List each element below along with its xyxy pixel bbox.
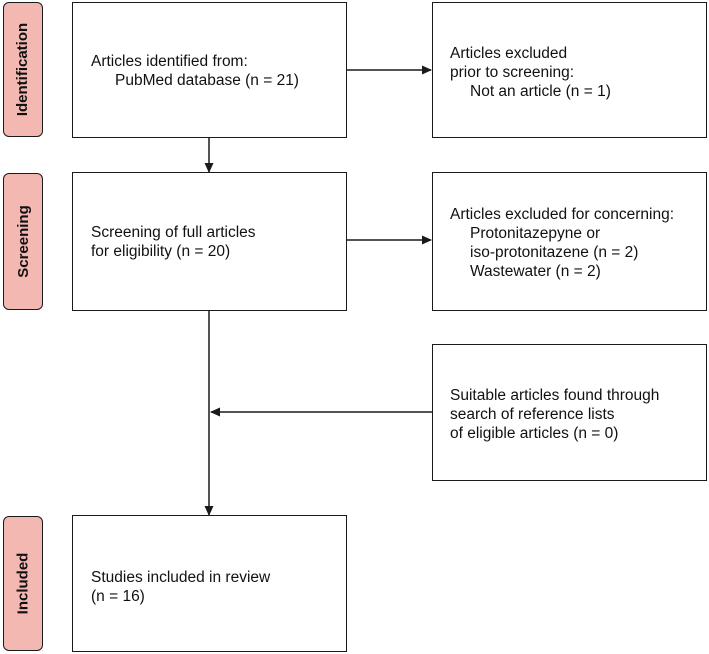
excluded-concerning-line-4: Wastewater (n = 2) (470, 263, 601, 280)
box-articles-identified: Articles identified from: PubMed databas… (72, 2, 347, 138)
included-line-2: (n = 16) (91, 588, 145, 605)
identified-line-2: PubMed database (n = 21) (115, 72, 299, 89)
reference-line-1: Suitable articles found through (450, 387, 660, 404)
screening-line-2: for eligibility (n = 20) (91, 243, 231, 260)
excluded-prior-line-1: Articles excluded (450, 45, 568, 62)
included-line-1: Studies included in review (91, 569, 271, 586)
box-studies-included: Studies included in review (n = 16) (72, 515, 347, 652)
box-screening-full-articles: Screening of full articles for eligibili… (72, 172, 347, 311)
screening-line-1: Screening of full articles (91, 224, 256, 241)
reference-line-2: search of reference lists (450, 406, 615, 423)
box-excluded-concerning: Articles excluded for concerning: Proton… (432, 172, 707, 311)
excluded-prior-line-2: prior to screening: (450, 64, 575, 81)
phase-identification: Identification (3, 2, 43, 137)
excluded-prior-line-3: Not an article (n = 1) (470, 83, 611, 100)
excluded-concerning-line-1: Articles excluded for concerning: (450, 206, 675, 223)
excluded-concerning-line-3: iso-protonitazene (n = 2) (470, 244, 639, 261)
excluded-concerning-line-2: Protonitazepyne or (470, 225, 601, 242)
box-reference-lists: Suitable articles found through search o… (432, 344, 707, 481)
phase-screening: Screening (3, 173, 43, 310)
box-excluded-prior-screening: Articles excluded prior to screening: No… (432, 2, 707, 138)
identified-line-1: Articles identified from: (91, 53, 248, 70)
reference-line-3: of eligible articles (n = 0) (450, 425, 619, 442)
phase-included: Included (3, 516, 43, 651)
